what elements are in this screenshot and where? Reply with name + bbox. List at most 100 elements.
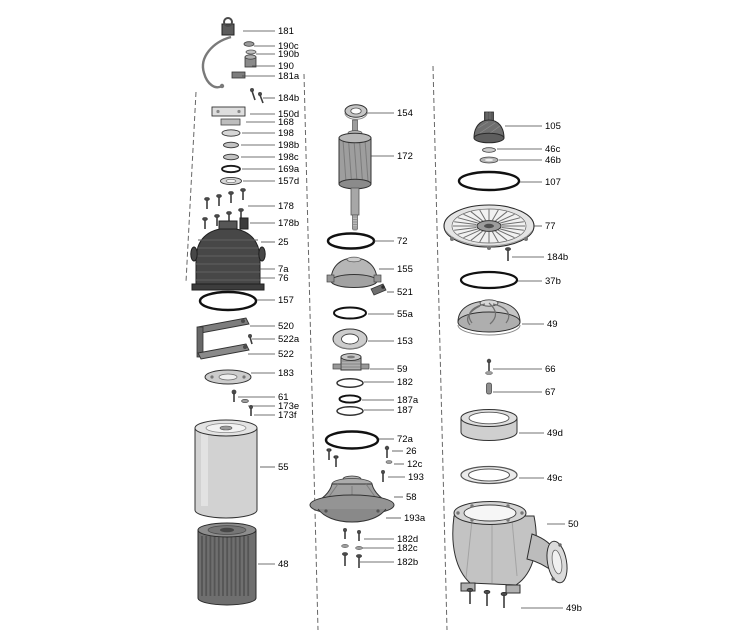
part-label-48: 48 xyxy=(278,559,289,570)
part-label-49: 49 xyxy=(547,319,558,330)
part-label-184b-2: 184b xyxy=(547,252,568,263)
part-107-oring xyxy=(457,170,521,192)
part-label-190: 190 xyxy=(278,61,294,72)
part-58-oil-chamber xyxy=(309,475,395,523)
part-label-522a: 522a xyxy=(278,334,300,345)
part-46b-washer xyxy=(479,156,499,164)
part-label-157d: 157d xyxy=(278,176,299,187)
part-label-49d: 49d xyxy=(547,428,563,439)
part-66-screw xyxy=(485,358,493,375)
part-154-bearing xyxy=(344,104,368,120)
part-label-59: 59 xyxy=(397,364,408,375)
part-label-72a: 72a xyxy=(397,434,414,445)
part-label-173e: 173e xyxy=(278,401,299,412)
part-label-198: 198 xyxy=(278,128,294,139)
part-182b-182c-182d-fasteners xyxy=(341,528,363,568)
part-label-190b: 190b xyxy=(278,49,299,60)
part-198-washer-stack xyxy=(220,129,242,186)
middle-assembly xyxy=(309,104,395,568)
part-61-173-fasteners xyxy=(231,389,253,416)
part-label-150d: 150d xyxy=(278,109,299,120)
part-55a-oring xyxy=(333,306,367,320)
part-25-motor-housing xyxy=(190,217,266,291)
part-label-178: 178 xyxy=(278,201,294,212)
part-label-37b: 37b xyxy=(545,276,561,287)
part-label-107: 107 xyxy=(545,177,561,188)
section-boundary-lines xyxy=(185,65,448,631)
part-label-25: 25 xyxy=(278,237,289,248)
part-183-clamp-plate xyxy=(204,369,252,385)
part-label-172: 172 xyxy=(397,151,413,162)
part-178-screw-row xyxy=(204,188,246,209)
part-label-522: 522 xyxy=(278,349,294,360)
part-label-193a: 193a xyxy=(404,513,426,524)
part-label-182b: 182b xyxy=(397,557,418,568)
part-label-157: 157 xyxy=(278,295,294,306)
part-181-lifting-bracket xyxy=(221,17,235,36)
part-label-153: 153 xyxy=(397,336,413,347)
part-105-upper-bearing-unit xyxy=(473,111,505,144)
part-label-77: 77 xyxy=(545,221,556,232)
part-label-26: 26 xyxy=(406,446,417,457)
part-label-198c: 198c xyxy=(278,152,299,163)
leader-lines xyxy=(238,30,565,609)
part-label-187a: 187a xyxy=(397,395,419,406)
part-178b-screw-row xyxy=(202,208,244,229)
part-label-155: 155 xyxy=(397,264,413,275)
part-label-190c: 190c xyxy=(278,41,299,52)
part-67-pin xyxy=(486,382,492,395)
part-184b-screws-top xyxy=(250,88,264,104)
part-label-58: 58 xyxy=(406,492,417,503)
part-label-181a: 181a xyxy=(278,71,300,82)
part-50-volute-casing xyxy=(452,501,568,594)
part-label-178b: 178b xyxy=(278,218,299,229)
right-assembly xyxy=(443,111,568,608)
left-assembly xyxy=(190,17,266,606)
part-label-198b: 198b xyxy=(278,140,299,151)
part-72a-oring xyxy=(324,430,380,450)
part-label-49b: 49b xyxy=(566,603,582,614)
part-172-rotor xyxy=(338,119,372,231)
part-label-193: 193 xyxy=(408,472,424,483)
part-label-182: 182 xyxy=(397,377,413,388)
part-49-impeller xyxy=(457,299,521,336)
part-label-61: 61 xyxy=(278,392,289,403)
part-187a-oring xyxy=(338,394,362,404)
part-label-181: 181 xyxy=(278,26,294,37)
part-label-7a: 7a xyxy=(278,264,289,275)
part-label-55: 55 xyxy=(278,462,289,473)
part-59-mechanical-seal xyxy=(332,353,370,371)
part-label-184b: 184b xyxy=(278,93,299,104)
part-label-173f: 173f xyxy=(278,410,297,421)
part-label-46c: 46c xyxy=(545,144,561,155)
part-label-66: 66 xyxy=(545,364,556,375)
part-37b-oring xyxy=(459,270,519,290)
part-77-diffuser-plate xyxy=(443,204,535,250)
part-label-520: 520 xyxy=(278,321,294,332)
part-46c-washer xyxy=(482,147,496,153)
part-label-76: 76 xyxy=(278,273,289,284)
part-label-50: 50 xyxy=(568,519,579,530)
part-520-522-stand-brackets xyxy=(196,317,253,360)
part-label-169a: 169a xyxy=(278,164,300,175)
part-49c-gasket-ring xyxy=(460,465,518,485)
part-48-stator-core xyxy=(197,522,257,606)
part-label-154: 154 xyxy=(397,108,413,119)
part-label-168: 168 xyxy=(278,117,294,128)
part-150d-terminal-plate xyxy=(211,106,246,117)
part-label-46b: 46b xyxy=(545,155,561,166)
part-187-ring xyxy=(336,406,364,416)
part-label-105: 105 xyxy=(545,121,561,132)
part-72-oring xyxy=(326,232,376,250)
part-55-motor-shell xyxy=(194,419,258,519)
part-26-12c-193-fasteners xyxy=(326,445,393,482)
part-labels: 181 190c 190b 190 181a 184b 150d 168 198… xyxy=(278,26,582,614)
part-label-182c: 182c xyxy=(397,543,418,554)
part-label-55a: 55a xyxy=(397,309,414,320)
part-182-ring xyxy=(336,378,364,388)
part-168-gasket-plate xyxy=(220,118,241,126)
part-label-67: 67 xyxy=(545,387,556,398)
part-label-187: 187 xyxy=(397,405,413,416)
